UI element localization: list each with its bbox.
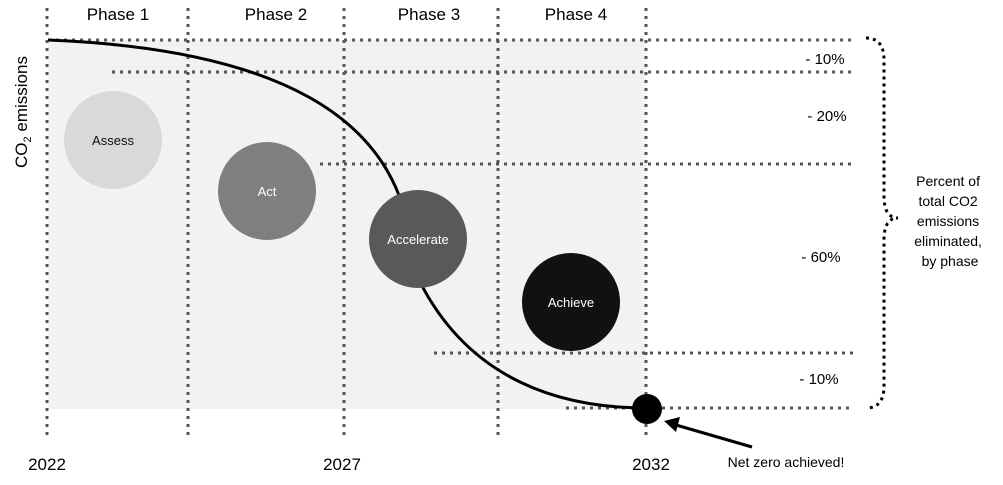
stage-act-circle: [218, 142, 316, 240]
stage-achieve: Achieve: [522, 253, 620, 351]
year-2032-label: 2032: [632, 455, 670, 474]
net-zero-arrowhead: [664, 417, 680, 432]
curly-brace: [865, 36, 899, 410]
year-2022-label: 2022: [28, 455, 66, 474]
stage-accelerate-circle: [369, 190, 467, 288]
reduction-phase-1: - 10%: [805, 51, 844, 68]
reduction-levels: [48, 38, 853, 410]
reduction-phase-2: - 20%: [807, 108, 846, 125]
stage-accelerate-label: Accelerate: [387, 232, 448, 247]
phase-1-label: Phase 1: [87, 5, 149, 24]
stage-achieve-circle: [522, 253, 620, 351]
stage-act: Act: [218, 142, 316, 240]
brace-label-line-3: emissions: [917, 213, 979, 229]
y-axis-label-suffix: emissions: [12, 56, 31, 136]
phase-3-label: Phase 3: [398, 5, 460, 24]
y-axis-label-prefix: CO: [12, 142, 31, 168]
stage-accelerate: Accelerate: [369, 190, 467, 288]
stage-act-label: Act: [258, 184, 277, 199]
reduction-phase-4: - 10%: [799, 371, 838, 388]
stage-assess: Assess: [64, 91, 162, 189]
phase-2-label: Phase 2: [245, 5, 307, 24]
phase-4-label: Phase 4: [545, 5, 607, 24]
net-zero-marker: [632, 394, 662, 424]
net-zero-arrow: [664, 417, 753, 449]
y-axis-label: CO2 emissions: [12, 56, 34, 168]
year-2027-label: 2027: [323, 455, 361, 474]
phase-dividers: [45, 8, 648, 440]
y-axis-label-subscript: 2: [22, 136, 34, 142]
stage-assess-circle: [64, 91, 162, 189]
brace-label-line-4: eliminated,: [914, 233, 982, 249]
stage-assess-label: Assess: [92, 133, 134, 148]
net-zero-arrow-line: [675, 423, 753, 449]
brace-label-line-1: Percent of: [916, 173, 980, 189]
shaded-plot-area: [48, 40, 646, 409]
brace-label: Percent of total CO2 emissions eliminate…: [914, 173, 986, 269]
brace-label-line-2: total CO2: [918, 193, 977, 209]
reduction-phase-3: - 60%: [801, 249, 840, 266]
net-zero-label: Net zero achieved!: [728, 454, 845, 470]
brace-label-line-5: by phase: [922, 253, 979, 269]
stage-achieve-label: Achieve: [548, 295, 594, 310]
